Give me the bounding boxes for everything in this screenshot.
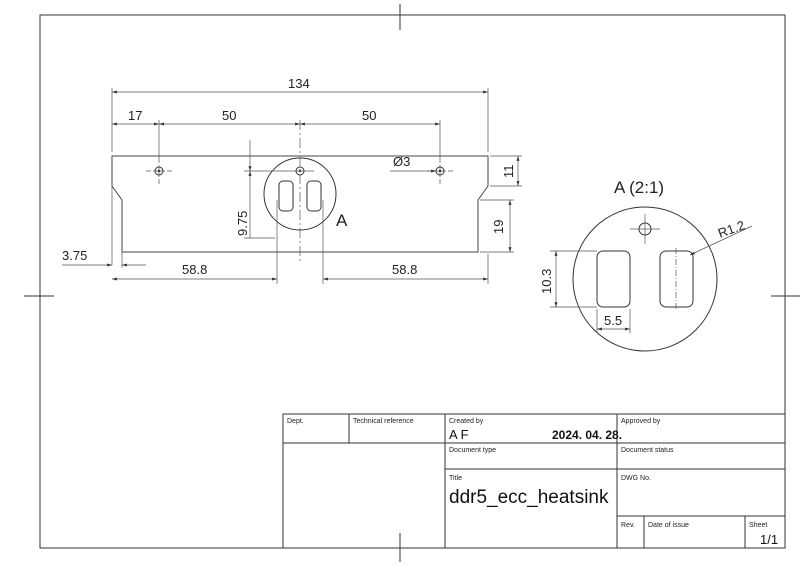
detail-view-a (572, 206, 718, 352)
dim-19-label: 19 (491, 220, 506, 234)
detail-marker-a: A (336, 211, 348, 230)
dim-134-label: 134 (288, 76, 310, 91)
document-type-label: Document type (449, 447, 496, 454)
dim-17-label: 17 (128, 108, 142, 123)
drawing-frame (24, 4, 800, 562)
dim-11-label: 11 (501, 165, 516, 179)
dim-overall-length (111, 88, 489, 152)
detail-view-title: A (2:1) (614, 178, 664, 197)
created-by-value: A F (449, 427, 469, 442)
approved-by-label: Approved by (621, 418, 661, 425)
dim-9-75-label: 9.75 (235, 211, 250, 236)
created-by-label: Created by (449, 418, 484, 425)
dwg-no-label: DWG No. (621, 475, 651, 482)
document-status-label: Document status (621, 447, 674, 454)
dim-right-heights (480, 155, 522, 253)
rev-label: Rev. (621, 522, 635, 529)
dim-50-left-label: 50 (222, 108, 236, 123)
dim-slot-height (244, 140, 286, 239)
mounting-hole-left (146, 158, 172, 184)
detail-radius-label: R1.2 (716, 217, 747, 240)
detail-dim-height (550, 250, 597, 308)
drawing-title: ddr5_ecc_heatsink (449, 487, 609, 508)
created-date: 2024. 04. 28. (552, 428, 622, 442)
dim-diameter-label: Ø3 (393, 154, 410, 169)
title-block (282, 413, 786, 549)
dim-bottom-lengths (112, 200, 489, 284)
dim-hole-pitch (112, 120, 441, 158)
detail-10-3-label: 10.3 (539, 269, 554, 294)
dept-label: Dept. (287, 418, 304, 425)
dim-58-8-right-label: 58.8 (392, 262, 417, 277)
detail-dim-width (596, 309, 631, 333)
detail-dim-radius (689, 225, 753, 256)
detail-5-5-label: 5.5 (604, 313, 622, 328)
sheet-value: 1/1 (760, 532, 778, 547)
tech-ref-label: Technical reference (353, 418, 414, 425)
sheet-label: Sheet (749, 522, 767, 529)
date-of-issue-label: Date of issue (648, 522, 689, 529)
dim-50-right-label: 50 (362, 108, 376, 123)
detail-circle-a (263, 120, 337, 262)
dim-58-8-left-label: 58.8 (182, 262, 207, 277)
dim-3-75-label: 3.75 (62, 248, 87, 263)
title-label: Title (449, 475, 462, 482)
